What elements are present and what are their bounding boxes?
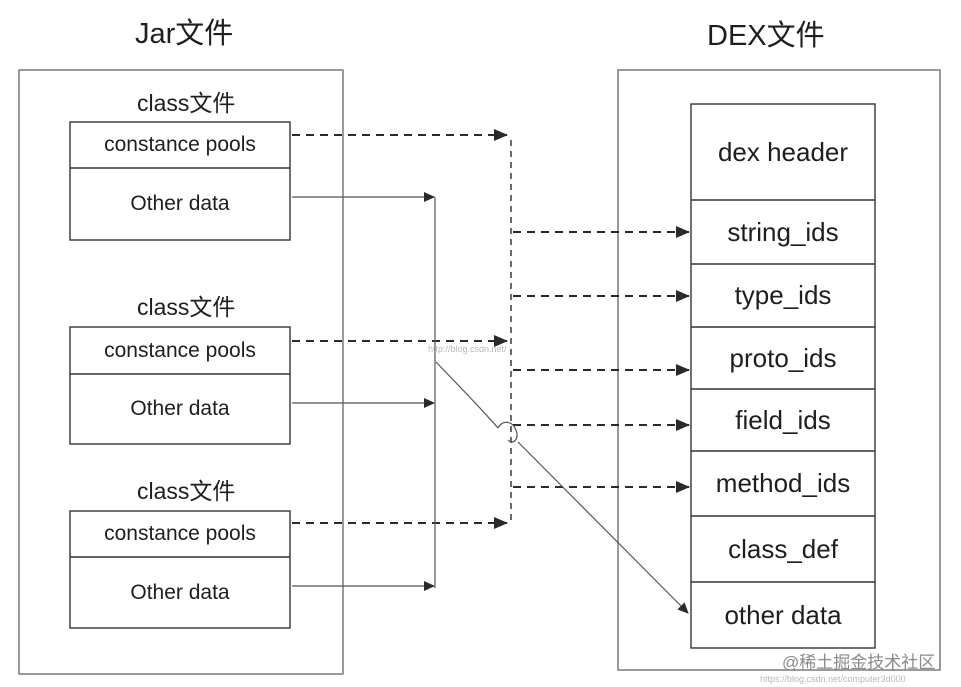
dex-section-proto-ids: proto_ids — [729, 342, 837, 373]
dex-file-title: DEX文件 — [707, 20, 825, 52]
id-section-arrows — [513, 226, 690, 493]
jar-file-title: Jar文件 — [135, 18, 234, 50]
constant-pool-cell-2: constance pools — [104, 338, 256, 362]
class-file-label-3: class文件 — [137, 478, 236, 504]
dex-sections-table — [690, 103, 876, 649]
jar-file-panel — [18, 69, 344, 675]
dex-section-other-data: other data — [724, 599, 842, 630]
class-box-2 — [69, 326, 291, 445]
class-box-1 — [69, 121, 291, 241]
other-data-arrows — [292, 192, 689, 614]
constant-pool-arrows — [292, 129, 508, 529]
constant-pool-cell-1: constance pools — [104, 133, 256, 156]
watermark-brand: @稀土掘金技术社区 — [782, 653, 936, 672]
other-data-cell-1: Other data — [130, 192, 230, 215]
class-file-label-2: class文件 — [137, 294, 236, 320]
watermark-bottom: https://blog.csdn.net/computer3d000 — [760, 674, 906, 684]
class-box-3 — [69, 510, 291, 629]
dex-section-method-ids: method_ids — [715, 468, 851, 498]
dex-section-type-ids: type_ids — [734, 280, 832, 310]
dex-section-string-ids: string_ids — [727, 216, 839, 247]
class-file-label-1: class文件 — [137, 90, 236, 116]
dex-section-field-ids: field_ids — [735, 404, 831, 435]
other-data-cell-2: Other data — [130, 397, 230, 420]
dex-section-class-def: class_def — [728, 533, 838, 564]
watermark-mid: http://blog.csdn.net/ — [428, 344, 507, 354]
dex-section-header: dex header — [717, 136, 849, 167]
other-data-cell-3: Other data — [130, 580, 230, 604]
constant-pool-cell-3: constance pools — [104, 522, 256, 545]
